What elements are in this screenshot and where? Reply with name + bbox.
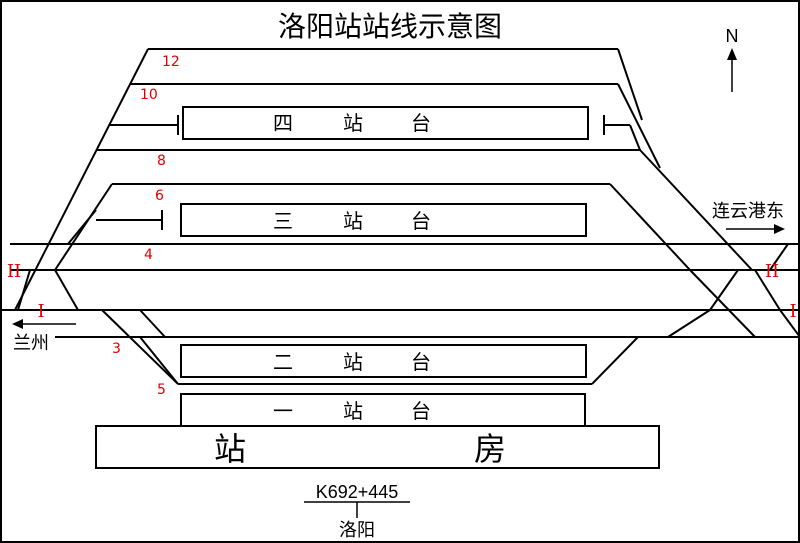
direction-west-label: 兰州 [13,333,49,354]
track-5 [101,309,639,385]
kilometer-label: K692+445 [316,482,399,502]
station-name: 洛阳 [339,520,375,541]
arrow-left-icon [12,319,23,329]
direction-east-label: 连云港东 [712,201,784,222]
north-label: N [726,26,739,46]
track-10 [130,83,661,169]
crossovers [17,243,800,385]
kilometer-marker: K692+445 洛阳 [304,482,410,541]
platform-2-char-2: 站 [343,350,363,374]
arrow-right-icon [774,224,785,234]
platform-2-char-3: 台 [411,350,431,374]
platform-1-char-3: 台 [411,399,431,423]
platform-4-char-2: 站 [343,111,363,135]
track-4 [10,209,800,245]
main-line-ii-label-west: II [7,261,21,282]
station-house-char-1: 站 [214,430,246,468]
platform-3-char-1: 三 [273,209,293,233]
track-number-8: 8 [157,153,166,169]
track-number-4: 4 [144,247,153,263]
platform-4-char-1: 四 [273,111,293,135]
platform-3: 三 站 台 [180,203,587,237]
main-line-ii-label-east: II [765,261,779,282]
track-8 [96,149,753,271]
platform-4-char-3: 台 [411,111,431,135]
track-12 [14,48,643,311]
main-line-i-label-east: I [789,301,796,322]
platform-1-char-1: 一 [273,399,293,423]
north-arrow-icon: N [726,26,739,92]
buffer-stops [96,115,641,230]
track-number-12: 12 [162,54,180,70]
platform-2: 二 站 台 [180,344,587,378]
diagram-title: 洛阳站站线示意图 [278,10,502,43]
station-house: 站 房 [95,425,660,469]
station-house-char-2: 房 [474,430,506,468]
platform-2-char-1: 二 [273,350,293,374]
direction-east: 连云港东 [712,201,785,234]
track-number-5: 5 [157,382,166,398]
platform-1: 一 站 台 [180,393,586,427]
direction-west: 兰州 [12,319,76,354]
track-6 [54,183,691,271]
platform-3-char-3: 台 [411,209,431,233]
platform-3-char-2: 站 [343,209,363,233]
platform-4: 四 站 台 [182,106,589,140]
track-number-10: 10 [140,87,158,103]
track-number-3: 3 [112,341,121,357]
main-line-i-label-west: I [37,301,44,322]
platform-1-char-2: 站 [343,399,363,423]
track-number-6: 6 [155,188,164,204]
